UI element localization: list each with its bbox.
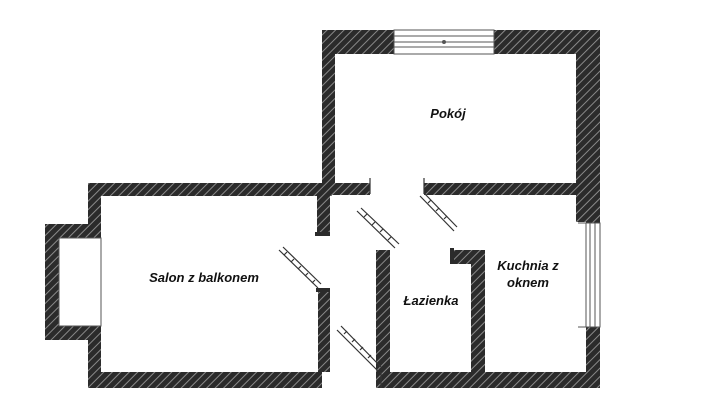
wall-balcony-left xyxy=(45,224,59,340)
walls xyxy=(45,30,600,388)
wall-salon-bottom xyxy=(88,372,322,388)
wall-pokoj-bottom-left xyxy=(322,183,370,195)
label-kuchnia-line2: oknem xyxy=(507,275,549,290)
wall-pokoj-left xyxy=(322,30,335,195)
wall-lazienka-left xyxy=(376,250,390,388)
wall-kuchnia-right-lower xyxy=(586,327,600,388)
wall-kuchnia-right-upper xyxy=(586,183,600,223)
door-lazienka xyxy=(336,325,382,388)
wall-salon-right-stub xyxy=(317,196,330,234)
wall-pokoj-bottom-right xyxy=(424,183,588,195)
doors xyxy=(278,178,458,388)
door-pokoj-right xyxy=(419,178,458,232)
room-labels: Pokój Salon z balkonem Łazienka Kuchnia … xyxy=(149,106,559,308)
window-kuchnia xyxy=(578,222,601,328)
label-lazienka: Łazienka xyxy=(403,293,459,308)
wall-balcony-bottom xyxy=(45,326,101,340)
label-pokoj: Pokój xyxy=(430,106,466,121)
wall-caps xyxy=(315,232,454,292)
wall-bottom-right xyxy=(384,372,600,388)
window-pokoj xyxy=(393,29,495,55)
wall-salon-top xyxy=(88,183,332,196)
wall-salon-right-lower xyxy=(318,292,330,372)
door-salon xyxy=(278,246,322,289)
door-pokoj-left xyxy=(356,178,400,249)
wall-kuchnia-left xyxy=(471,250,485,375)
windows xyxy=(58,29,601,328)
label-kuchnia-line1: Kuchnia z xyxy=(497,258,559,273)
label-salon: Salon z balkonem xyxy=(149,270,259,285)
wall-kuchnia-stub xyxy=(452,250,485,264)
window-balcony xyxy=(58,237,102,327)
